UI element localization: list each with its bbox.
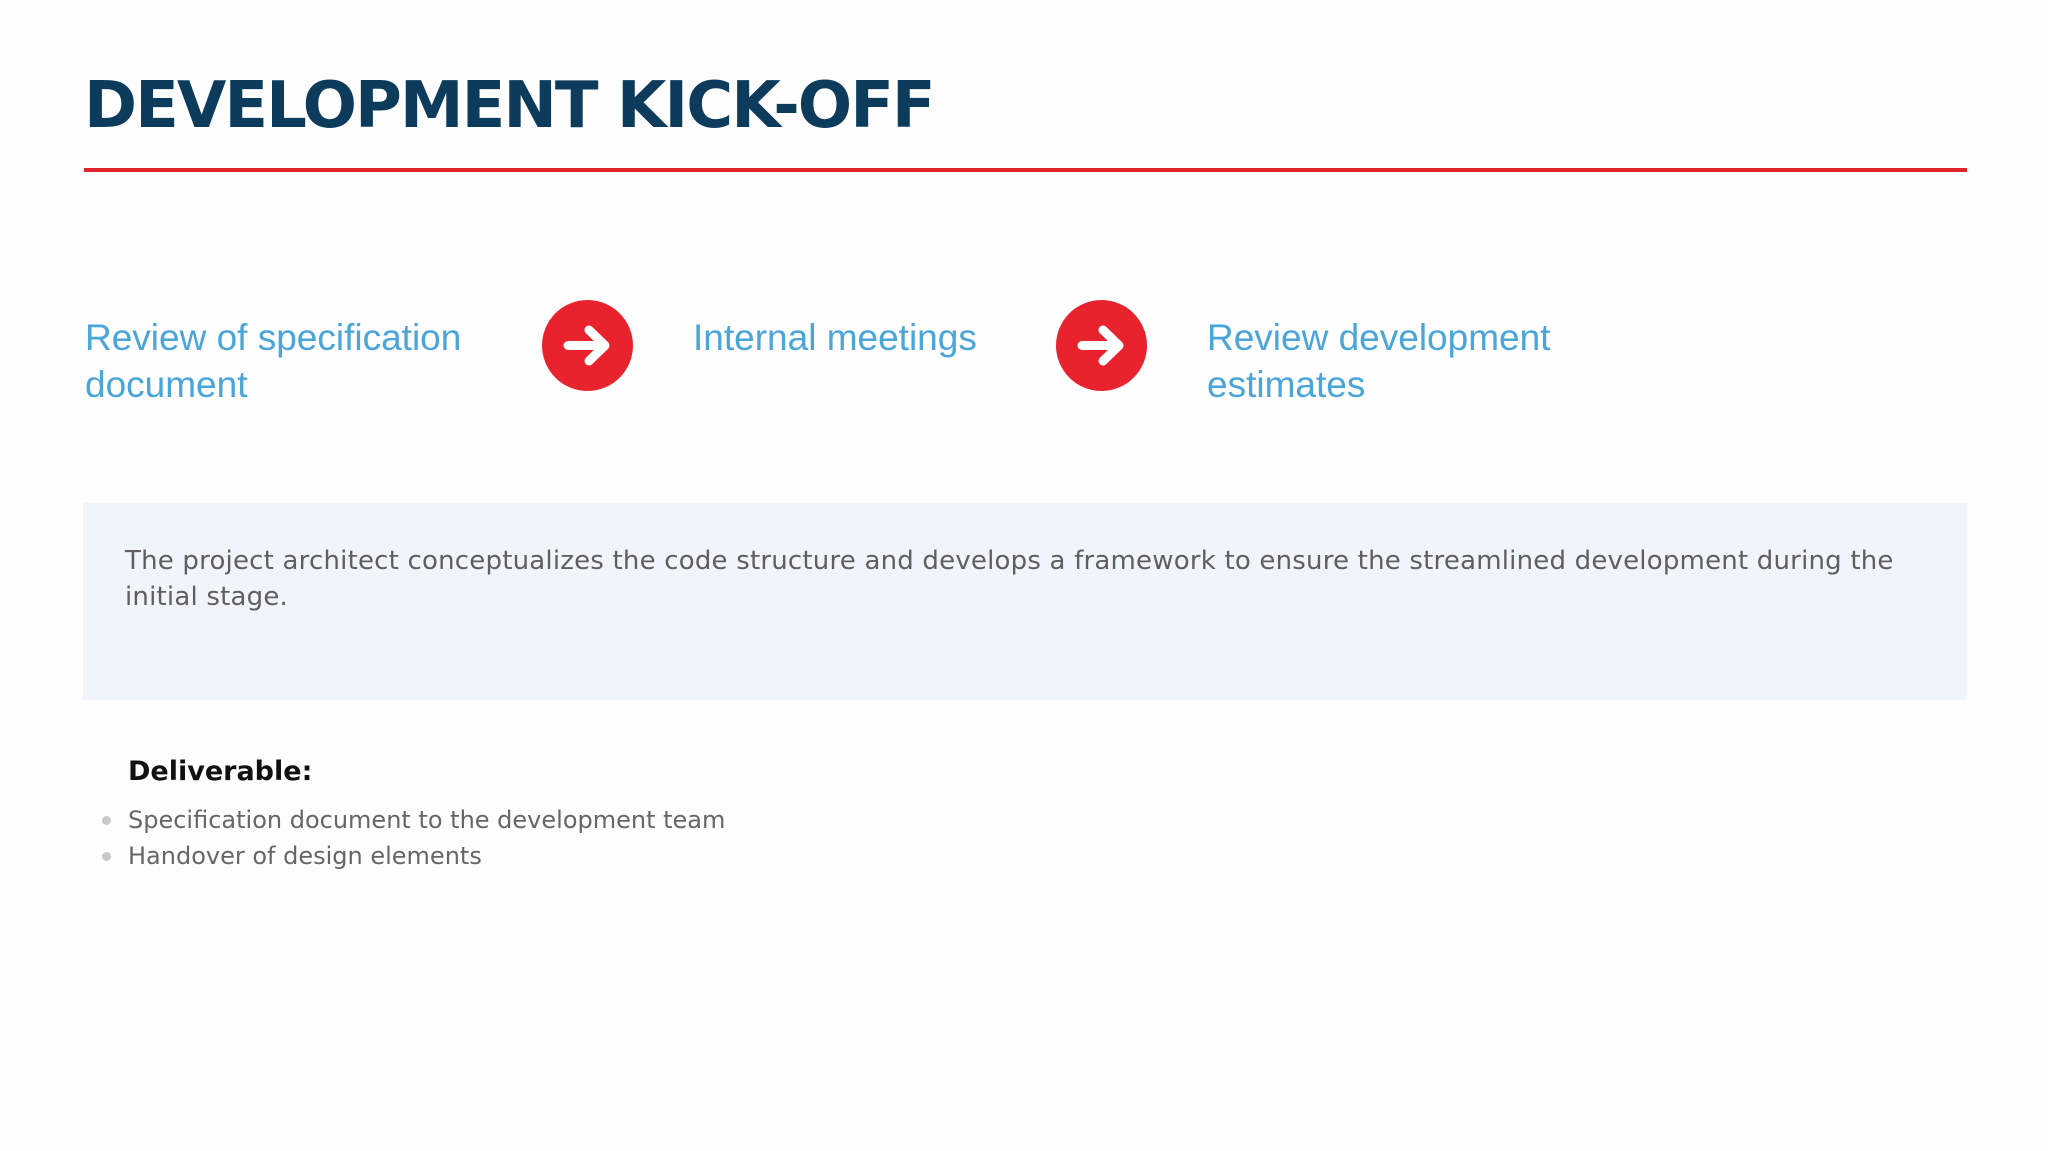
process-step-internal-meetings: Internal meetings bbox=[693, 317, 977, 358]
process-step-review-estimates: Review development estimates bbox=[1207, 317, 1551, 405]
bullet-icon bbox=[102, 852, 111, 861]
list-item-label: Specification document to the developmen… bbox=[128, 806, 726, 834]
bullet-icon bbox=[102, 816, 111, 825]
slide-title: DEVELOPMENT KICK-OFF bbox=[84, 69, 936, 143]
process-step-review-specification: Review of specification document bbox=[85, 317, 462, 405]
arrow-right-glyph bbox=[1077, 325, 1124, 366]
deliverables-section: Deliverable: Specification document to t… bbox=[98, 750, 1498, 874]
deliverables-list: Specification document to the developmen… bbox=[98, 802, 1498, 874]
process-flow: Review of specification document Interna… bbox=[0, 300, 2048, 440]
description-text: The project architect conceptualizes the… bbox=[125, 546, 1894, 612]
title-divider bbox=[84, 168, 1967, 172]
arrow-right-circle-icon bbox=[542, 300, 633, 391]
list-item: Handover of design elements bbox=[98, 838, 1498, 874]
list-item-label: Handover of design elements bbox=[128, 842, 482, 870]
deliverables-heading: Deliverable: bbox=[128, 756, 313, 787]
arrow-right-circle-icon bbox=[1056, 300, 1147, 391]
arrow-right-glyph bbox=[563, 325, 610, 366]
list-item: Specification document to the developmen… bbox=[98, 802, 1498, 838]
description-panel: The project architect conceptualizes the… bbox=[83, 503, 1967, 700]
